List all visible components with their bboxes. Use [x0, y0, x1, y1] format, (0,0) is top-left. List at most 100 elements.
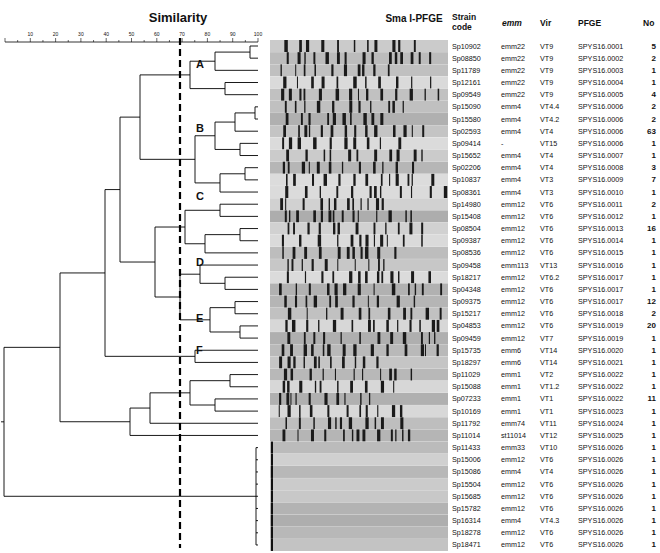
strain-code: Sp08504: [452, 224, 481, 233]
gel-band: [351, 235, 354, 247]
gel-band: [291, 369, 293, 381]
gel-lane: [270, 442, 448, 454]
gel-band: [342, 356, 345, 368]
gel-band: [411, 369, 412, 381]
isolate-count: 5: [652, 42, 656, 51]
gel-band: [381, 417, 384, 429]
gel-lane: [270, 137, 448, 149]
dendrogram-branch: [120, 262, 155, 263]
strain-code: Sp11789: [452, 66, 480, 75]
gel-lane: [270, 271, 448, 283]
gel-band: [345, 125, 347, 137]
gel-band: [293, 356, 295, 368]
gel-band: [398, 137, 401, 149]
gel-band: [437, 320, 440, 332]
gel-band: [365, 77, 366, 89]
gel-band: [382, 198, 384, 210]
dendrogram-branch: [225, 289, 258, 290]
gel-band: [284, 40, 287, 52]
gel-band: [380, 235, 383, 247]
gel-band: [287, 405, 290, 417]
gel-band: [373, 64, 375, 76]
pfge-type: SPYS16.0002: [578, 54, 623, 63]
dendrogram-branch: [240, 338, 258, 339]
gel-band: [329, 162, 332, 174]
gel-band: [353, 344, 356, 356]
gel-band: [365, 247, 368, 259]
gel-lane: [270, 198, 448, 210]
gel-band: [377, 247, 380, 259]
gel-band: [289, 89, 292, 101]
emm-type: emm4: [501, 102, 521, 111]
gel-band: [314, 64, 316, 76]
gel-band: [318, 235, 321, 247]
gel-band: [288, 223, 290, 235]
gel-band: [386, 320, 389, 332]
gel-band: [389, 52, 392, 64]
vir-type: VT6: [540, 297, 553, 306]
gel-lane: [270, 125, 448, 137]
isolate-count: 1: [652, 285, 656, 294]
dendrogram-branch: [240, 143, 258, 144]
axis-tick: [5, 38, 6, 42]
gel-lane: [270, 162, 448, 174]
gel-band: [271, 527, 273, 539]
gel-lane: [270, 527, 448, 539]
emm-type: emm1: [501, 407, 521, 416]
gel-band: [292, 320, 295, 332]
emm-type: emm22: [501, 54, 525, 63]
gel-band: [343, 283, 346, 295]
gel-lane: [270, 64, 448, 76]
strain-code: Sp08536: [452, 248, 481, 257]
gel-band: [380, 186, 381, 198]
gel-band: [347, 247, 350, 259]
strain-code: Sp15217: [452, 309, 481, 318]
pfge-type: SPYS16.0025: [578, 431, 623, 440]
vir-type: VT9: [540, 66, 553, 75]
gel-band: [396, 162, 398, 174]
gel-band: [368, 308, 370, 320]
isolate-count: 1: [652, 455, 656, 464]
gel-band: [271, 502, 273, 514]
gel-band: [378, 77, 381, 89]
dendrogram-branch: [230, 386, 258, 387]
pfge-type: SPYS16.0016: [578, 261, 623, 270]
gel-band: [400, 417, 403, 429]
gel-band: [299, 235, 301, 247]
gel-band: [400, 186, 402, 198]
pfge-type: SPYS16.0006: [578, 127, 623, 136]
gel-band: [377, 296, 379, 308]
gel-band: [292, 259, 294, 271]
gel-band: [352, 296, 354, 308]
cluster-letter: B: [196, 122, 204, 134]
pfge-type: SPYS16.0026: [578, 443, 623, 452]
gel-band: [330, 150, 332, 162]
gel-band: [375, 417, 376, 429]
dendrogram-branch: [180, 319, 210, 320]
gel-band: [304, 344, 307, 356]
column-header: PFGE: [578, 18, 601, 28]
gel-band: [299, 40, 302, 52]
pfge-type: SPYS16.0026: [578, 455, 623, 464]
gel-band: [374, 150, 377, 162]
gel-band: [309, 283, 311, 295]
vir-type: VT11: [540, 419, 557, 428]
vir-type: VT9: [540, 54, 553, 63]
gel-band: [440, 308, 442, 320]
gel-band: [279, 393, 281, 405]
dendrogram-branch: [210, 331, 240, 332]
gel-band: [397, 320, 398, 332]
gel-band: [354, 125, 356, 137]
gel-lane: [270, 417, 448, 429]
gel-lane: [270, 490, 448, 502]
gel-band: [313, 210, 316, 222]
gel-band: [387, 235, 388, 247]
emm-type: emm4: [501, 175, 521, 184]
gel-band: [381, 381, 384, 393]
strain-code: Sp11433: [452, 443, 480, 452]
gel-band: [363, 52, 366, 64]
gel-band: [355, 356, 356, 368]
gel-band: [336, 393, 339, 405]
isolate-count: 2: [652, 102, 656, 111]
dendrogram-branch: [215, 411, 258, 412]
